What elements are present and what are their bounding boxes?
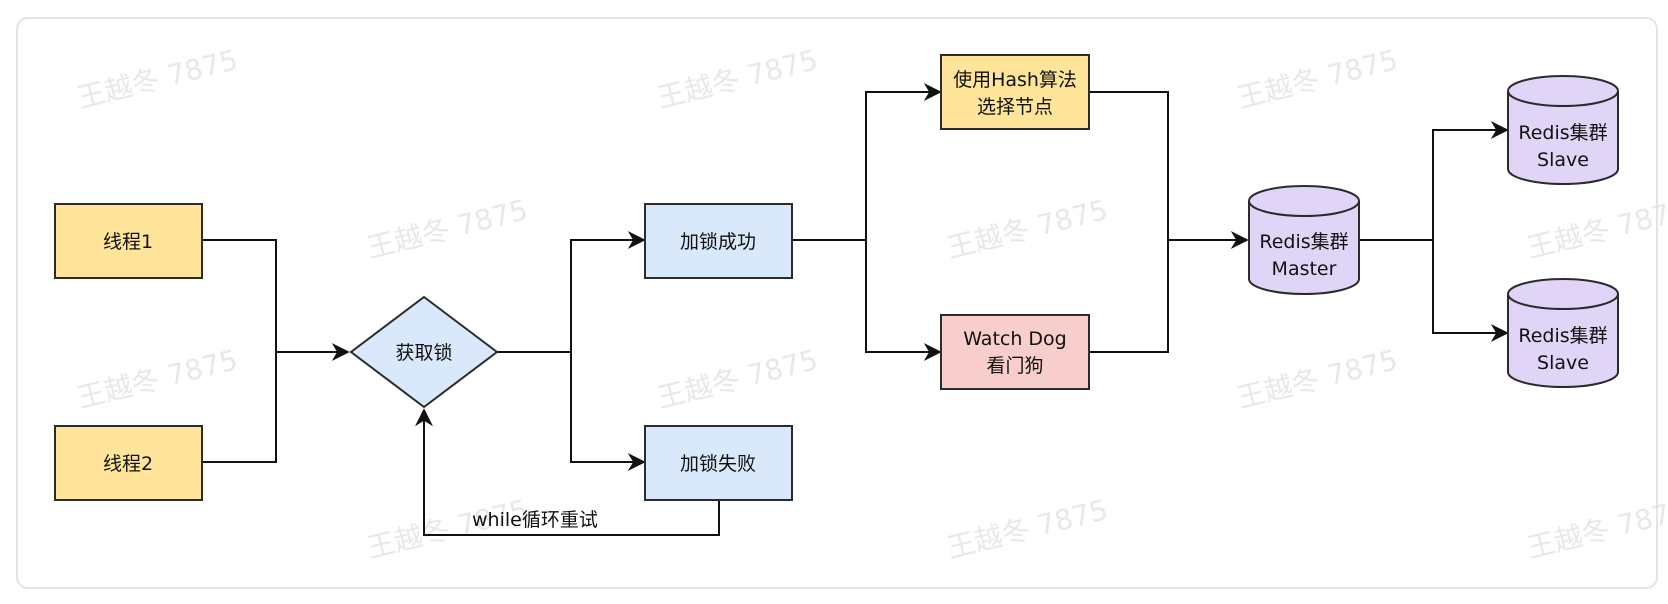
edge-master-to-slave1 bbox=[1359, 121, 1509, 241]
node-redis-master: Redis集群 Master bbox=[1248, 185, 1360, 295]
watermark: 王越冬 7875 bbox=[364, 193, 531, 265]
watermark: 王越冬 7875 bbox=[654, 343, 821, 415]
node-lock-success: 加锁成功 bbox=[644, 203, 793, 279]
connectors bbox=[202, 83, 1509, 536]
node-redis-master-line1: Redis集群 bbox=[1259, 231, 1348, 253]
node-watchdog-line1: Watch Dog bbox=[963, 328, 1067, 350]
node-hash-select-line2: 选择节点 bbox=[977, 96, 1053, 118]
node-lock-failure: 加锁失败 bbox=[644, 425, 793, 501]
watermark-layer: 王越冬 7875 王越冬 7875 王越冬 7875 王越冬 7875 王越冬 … bbox=[74, 43, 1668, 565]
edge-acquire-to-failure bbox=[570, 352, 646, 471]
node-lock-success-label: 加锁成功 bbox=[680, 231, 756, 253]
node-watchdog: Watch Dog 看门狗 bbox=[940, 314, 1090, 390]
retry-label: while循环重试 bbox=[472, 509, 598, 531]
edge-hash-to-master bbox=[1089, 91, 1249, 249]
watermark: 王越冬 7875 bbox=[1234, 43, 1401, 115]
watermark: 王越冬 7875 bbox=[1234, 343, 1401, 415]
watermark: 王越冬 7875 bbox=[1524, 193, 1668, 265]
node-hash-select-line1: 使用Hash算法 bbox=[953, 69, 1077, 91]
node-redis-slave-2-line1: Redis集群 bbox=[1518, 325, 1607, 347]
node-redis-slave-1: Redis集群 Slave bbox=[1507, 75, 1619, 185]
watermark: 王越冬 7875 bbox=[654, 43, 821, 115]
node-acquire-lock: 获取锁 bbox=[349, 295, 499, 409]
node-thread1-label: 线程1 bbox=[103, 231, 153, 253]
node-thread2: 线程2 bbox=[54, 425, 203, 501]
node-lock-failure-label: 加锁失败 bbox=[680, 453, 756, 475]
node-hash-select: 使用Hash算法 选择节点 bbox=[940, 54, 1090, 130]
node-watchdog-line2: 看门狗 bbox=[986, 355, 1043, 377]
node-thread1: 线程1 bbox=[54, 203, 203, 279]
edge-watchdog-to-master bbox=[1089, 240, 1169, 353]
watermark: 王越冬 7875 bbox=[74, 43, 241, 115]
edge-thread1-to-acquire bbox=[202, 239, 350, 361]
watermark: 王越冬 7875 bbox=[1524, 493, 1668, 565]
watermark: 王越冬 7875 bbox=[944, 193, 1111, 265]
node-redis-slave-1-line1: Redis集群 bbox=[1518, 122, 1607, 144]
edge-thread2-to-acquire bbox=[202, 352, 277, 463]
edge-success-to-hash bbox=[792, 83, 942, 241]
edge-acquire-to-success bbox=[497, 231, 646, 353]
node-thread2-label: 线程2 bbox=[103, 453, 153, 475]
edge-success-to-watchdog bbox=[865, 240, 942, 361]
node-redis-slave-1-line2: Slave bbox=[1537, 149, 1589, 171]
watermark: 王越冬 7875 bbox=[944, 493, 1111, 565]
edge-master-to-slave2 bbox=[1432, 240, 1509, 342]
node-redis-master-line2: Master bbox=[1272, 258, 1337, 280]
node-redis-slave-2: Redis集群 Slave bbox=[1507, 278, 1619, 388]
node-redis-slave-2-line2: Slave bbox=[1537, 352, 1589, 374]
watermark: 王越冬 7875 bbox=[74, 343, 241, 415]
diagram-frame bbox=[16, 17, 1658, 589]
node-acquire-lock-label: 获取锁 bbox=[395, 342, 452, 364]
edge-failure-retry bbox=[415, 408, 720, 536]
